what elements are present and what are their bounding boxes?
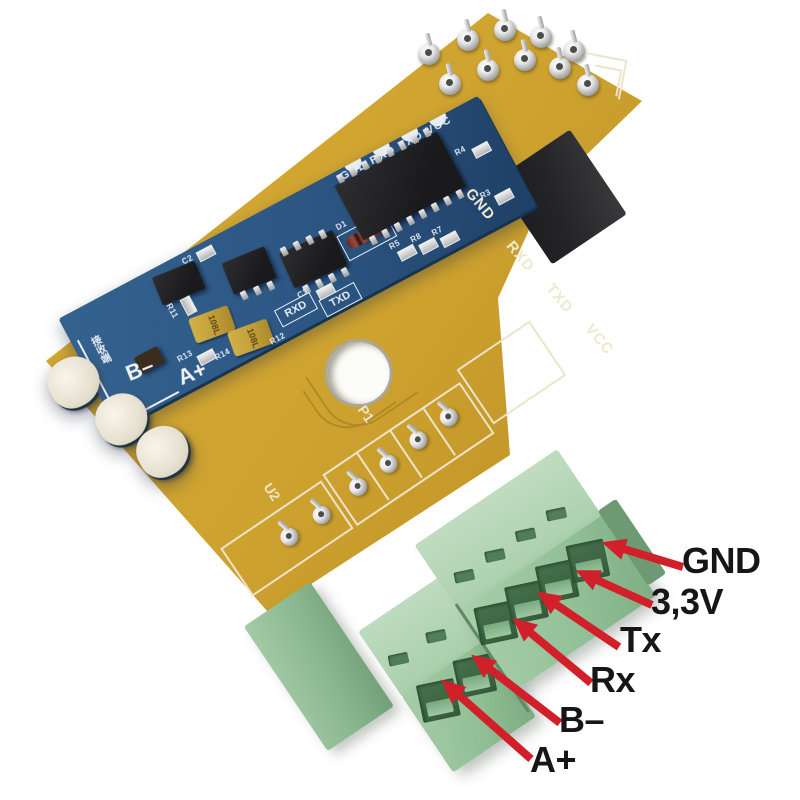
pin-label-3v3: 3,3V — [651, 581, 724, 622]
header-pin — [563, 40, 585, 62]
header-pin — [457, 29, 479, 51]
silk-label-u2: U2 — [260, 479, 284, 504]
label-r14: R14 — [213, 346, 232, 363]
pin-label-tx: Tx — [620, 619, 662, 660]
header-pin — [418, 43, 440, 65]
pin-label-a-plus: A+ — [530, 739, 577, 780]
ic-leg — [252, 285, 263, 296]
smd-diode — [151, 260, 206, 306]
ic-leg — [239, 289, 249, 301]
header-pin — [577, 74, 599, 96]
header-pin — [477, 59, 499, 81]
terminal-end-cap — [243, 581, 395, 751]
silk-chevron — [590, 64, 623, 97]
label-r4: R4 — [453, 144, 468, 158]
ic-leg — [266, 280, 276, 292]
label-r11: R11 — [164, 302, 180, 321]
pin-label-b-minus: B– — [559, 699, 605, 740]
header-pin — [439, 73, 461, 95]
pin-label-gnd: GND — [682, 540, 761, 581]
header-pin — [514, 49, 536, 71]
silk-box-rxd: RXD — [273, 291, 319, 328]
header-pin — [494, 19, 516, 41]
pin-label-rx: Rx — [590, 659, 636, 700]
header-pin — [549, 57, 571, 79]
header-pin — [530, 26, 552, 48]
